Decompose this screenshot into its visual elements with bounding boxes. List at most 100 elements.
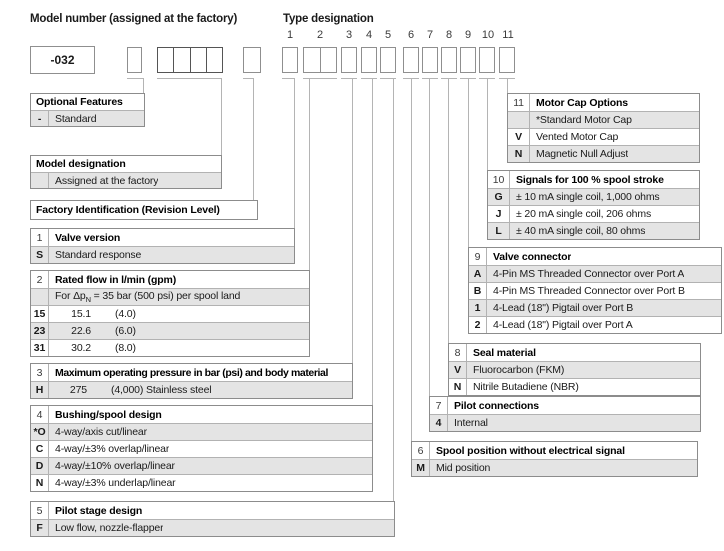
position-number-5: 5: [384, 29, 392, 41]
option-code: H: [31, 382, 49, 398]
option-code: 2: [469, 317, 487, 333]
type-box-2-cell: [303, 47, 321, 73]
position-number-1: 1: [286, 29, 294, 41]
option-code: 15: [31, 306, 49, 322]
connector-line: [294, 78, 295, 228]
option-desc: ± 20 mA single coil, 206 ohms: [516, 208, 652, 220]
flow-lmin: 22.6: [71, 325, 91, 337]
option-code: M: [412, 460, 430, 476]
position-number-3: 3: [345, 29, 353, 41]
table-title: Bushing/spool design: [55, 408, 162, 421]
type-box-2-cell: [320, 47, 337, 73]
connector-line: [411, 78, 412, 441]
type-box-9: [460, 47, 476, 73]
option-desc: Assigned at the factory: [55, 174, 159, 187]
table-number: 1: [31, 229, 49, 246]
option-desc: Low flow, nozzle-flapper: [55, 522, 164, 534]
table-title: Rated flow in l/min (gpm): [55, 273, 177, 286]
model-designation-cell: [206, 47, 223, 73]
option-desc: Standard: [55, 112, 97, 125]
connector-line: [422, 78, 438, 79]
position-number-8: 8: [445, 29, 453, 41]
option-desc: 4-Pin MS Threaded Connector over Port B: [493, 285, 685, 297]
position-number-11: 11: [502, 29, 514, 41]
flow-gpm: (8.0): [115, 342, 136, 354]
table-title: Valve connector: [493, 250, 572, 263]
table-number: 3: [31, 364, 49, 381]
table-number: 9: [469, 248, 487, 265]
option-desc: 4-way/axis cut/linear: [55, 426, 147, 438]
table-title: Model designation: [36, 158, 126, 170]
connector-line: [448, 78, 449, 343]
option-code: F: [31, 520, 49, 536]
table-title: Maximum operating pressure in bar (psi) …: [55, 366, 329, 379]
table-bushing-spool: 4 Bushing/spool design *O 4-way/axis cut/l…: [30, 405, 373, 492]
type-box-1: [282, 47, 298, 73]
option-code: V: [449, 362, 467, 378]
revision-box: [243, 47, 261, 73]
flow-gpm: (4.0): [115, 308, 136, 320]
option-code: [508, 112, 530, 128]
table-title: Pilot stage design: [55, 504, 143, 517]
option-code: -: [31, 111, 49, 126]
model-number-label: Model number (assigned at the factory): [30, 13, 238, 25]
option-code: D: [31, 458, 49, 474]
connector-line: [441, 78, 457, 79]
option-code: [31, 173, 49, 188]
option-desc: Standard response: [55, 249, 142, 261]
pressure-psi-material: (4,000) Stainless steel: [111, 384, 212, 396]
option-code: B: [469, 283, 487, 299]
option-code: N: [31, 475, 49, 491]
table-number: 8: [449, 344, 467, 361]
option-desc: 4-way/±10% overlap/linear: [55, 460, 175, 472]
connector-line: [352, 78, 353, 363]
type-box-6: [403, 47, 419, 73]
table-factory-identification: Factory Identification (Revision Level): [30, 200, 258, 220]
connector-line: [372, 78, 373, 405]
option-code: 31: [31, 340, 49, 356]
type-designation-label: Type designation: [283, 13, 374, 25]
flow-gpm: (6.0): [115, 325, 136, 337]
model-designation-cell: [190, 47, 207, 73]
table-number: 4: [31, 406, 49, 423]
table-max-pressure: 3 Maximum operating pressure in bar (psi)…: [30, 363, 353, 399]
table-number: 7: [430, 397, 448, 414]
type-box-7: [422, 47, 438, 73]
option-code: *O: [31, 424, 49, 440]
option-code: C: [31, 441, 49, 457]
connector-line: [157, 78, 222, 79]
optional-features-box: [127, 47, 142, 73]
connector-line: [507, 78, 508, 93]
option-desc: Magnetic Null Adjust: [536, 148, 629, 160]
position-number-4: 4: [365, 29, 373, 41]
option-desc: ± 10 mA single coil, 1,000 ohms: [516, 191, 660, 203]
position-number-7: 7: [426, 29, 434, 41]
connector-line: [221, 78, 222, 155]
table-title: Pilot connections: [454, 399, 539, 412]
flow-condition-text: = 35 bar (500 psi) per spool land: [90, 289, 241, 302]
table-optional-features: Optional Features - Standard: [30, 93, 145, 127]
flow-condition-text: For Δp: [55, 289, 86, 302]
connector-line: [361, 78, 377, 79]
flow-lmin: 15.1: [71, 308, 91, 320]
option-code: L: [488, 223, 510, 239]
option-code: N: [508, 146, 530, 162]
connector-line: [127, 78, 144, 79]
table-title: Optional Features: [36, 96, 123, 108]
connector-line: [282, 78, 295, 79]
option-code: 23: [31, 323, 49, 339]
flow-condition: For ΔpN = 35 bar (500 psi) per spool lan…: [49, 290, 240, 304]
table-number: 11: [508, 94, 530, 111]
connector-line: [380, 78, 396, 79]
table-title: Signals for 100 % spool stroke: [516, 173, 664, 186]
option-desc: 4-way/±3% overlap/linear: [55, 443, 170, 455]
option-code: 1: [469, 300, 487, 316]
table-model-designation: Model designation Assigned at the factor…: [30, 155, 222, 189]
connector-line: [468, 78, 469, 247]
model-designation-boxes: [157, 47, 223, 73]
